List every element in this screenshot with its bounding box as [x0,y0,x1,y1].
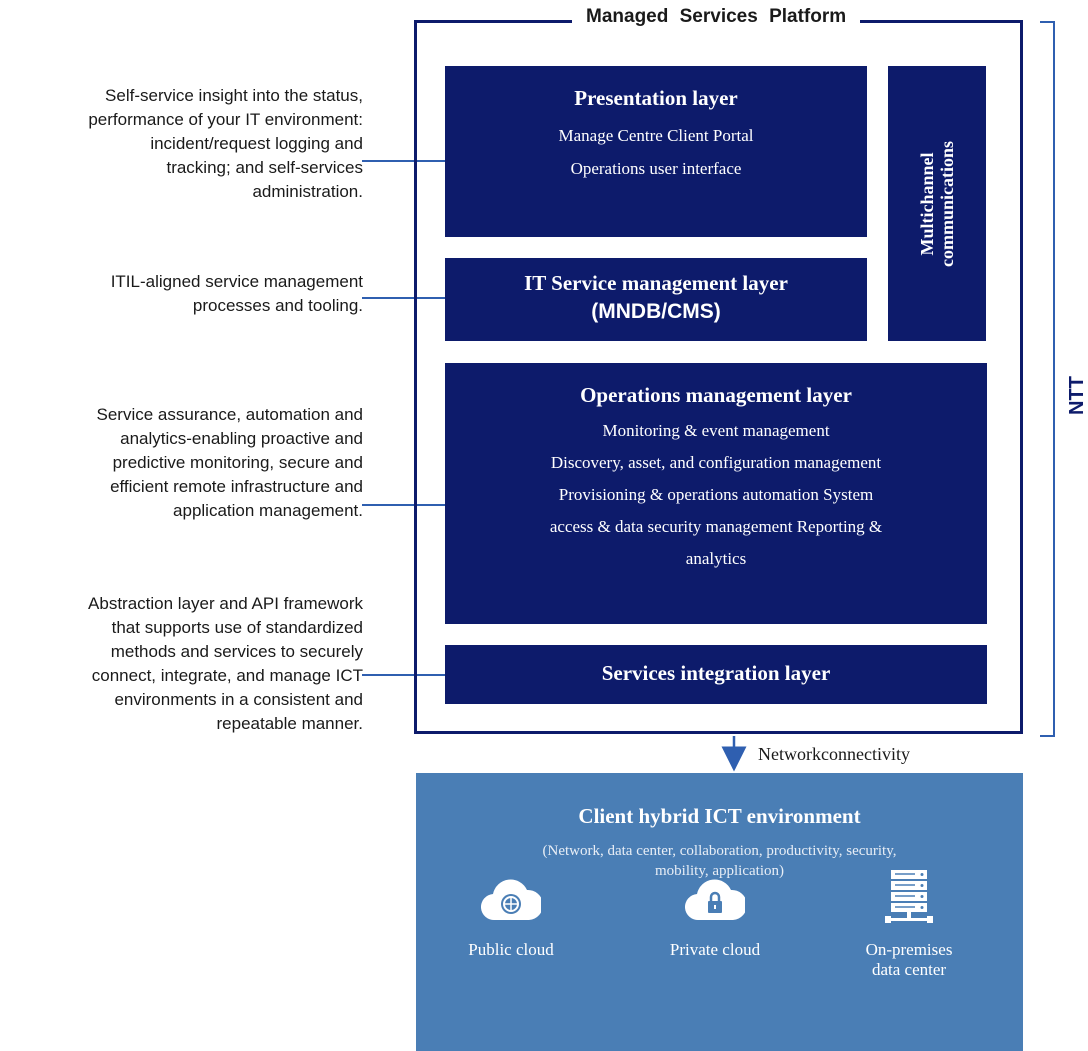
itsm-layer-subtitle: (MNDB/CMS) [591,300,721,323]
operations-layer-line: analytics [685,549,747,568]
multichannel-label: Multichannel communications [917,140,957,267]
server-rack-icon [885,870,933,923]
itsm-layer: IT Service management layer (MNDB/CMS) [445,258,867,341]
presentation-layer-line: Manage Centre Client Portal [558,126,754,145]
ntt-bracket [1040,21,1055,737]
description-presentation: Self-service insight into the status, pe… [88,86,363,201]
ntt-label: NTT [1065,376,1088,415]
presentation-layer-line: Operations user interface [570,159,742,178]
on-premises-label: On-premises [865,940,953,959]
itsm-layer-title: IT Service management layer [524,271,788,295]
operations-layer: Operations management layer Monitoring &… [445,363,987,624]
on-premises-item: On-premises data center [834,870,984,980]
lock-cloud-icon [685,879,745,921]
private-cloud-item: Private cloud [640,879,790,960]
integration-layer: Services integration layer [445,645,987,704]
public-cloud-item: Public cloud [436,879,586,960]
on-premises-label: data center [871,960,947,979]
operations-layer-title: Operations management layer [580,383,852,407]
description-integration: Abstraction layer and API framework that… [88,594,363,733]
presentation-layer: Presentation layer Manage Centre Client … [445,66,867,237]
operations-layer-line: access & data security management Report… [549,517,883,536]
client-subtitle: (Network, data center, collaboration, pr… [542,843,897,859]
platform-title: Managed Services Platform [572,6,861,28]
client-subtitle: mobility, application) [654,863,784,879]
description-itsm: ITIL-aligned service management processe… [110,272,363,315]
integration-layer-title: Services integration layer [601,661,831,685]
operations-layer-line: Monitoring & event management [602,421,830,440]
operations-layer-line: Provisioning & operations automation Sys… [558,485,874,504]
globe-cloud-icon [481,879,541,921]
connectivity-label: Networkconnectivity [758,744,910,764]
private-cloud-label: Private cloud [669,940,761,959]
presentation-layer-title: Presentation layer [574,86,738,110]
multichannel-layer: Multichannel communications [888,66,986,341]
operations-layer-line: Discovery, asset, and configuration mana… [550,453,882,472]
description-operations: Service assurance, automation and analyt… [96,405,364,520]
client-title: Client hybrid ICT environment [578,804,861,828]
public-cloud-label: Public cloud [468,940,554,959]
